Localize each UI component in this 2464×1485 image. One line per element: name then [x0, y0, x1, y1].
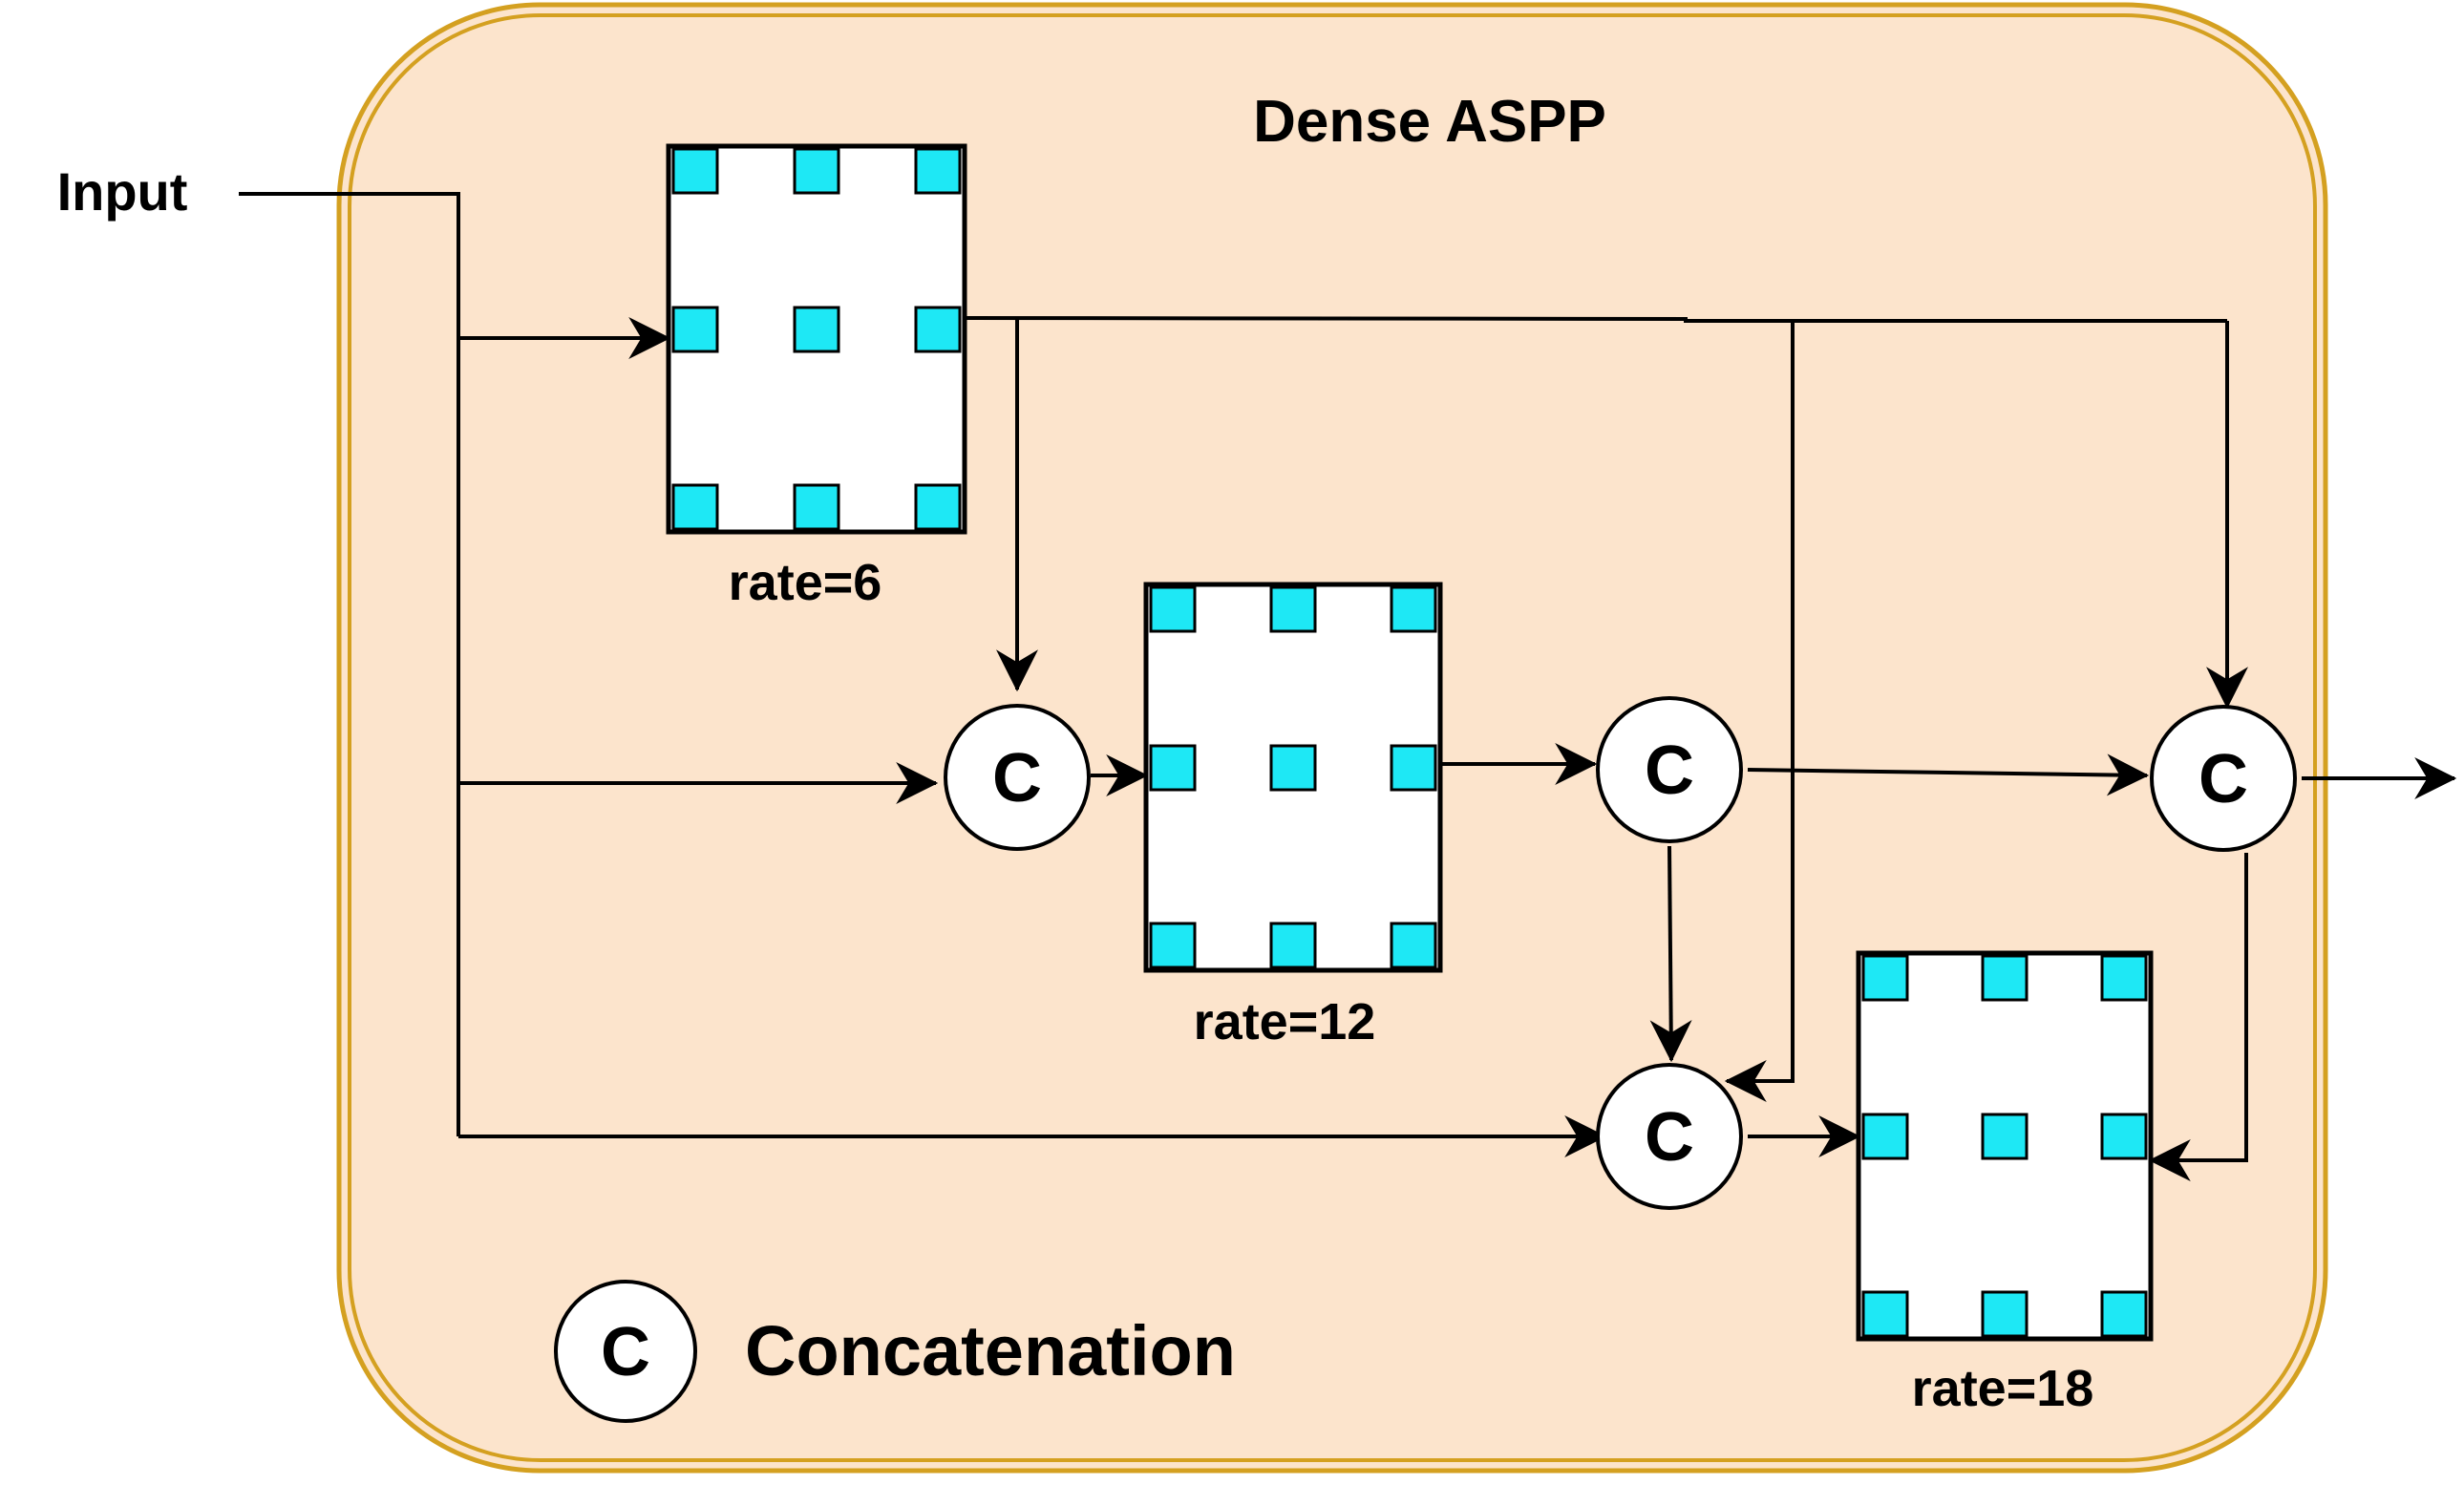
kernel-dilation-cell: [671, 483, 719, 531]
legend: C Concatenation: [554, 1280, 1236, 1423]
concat-circle: [1596, 1063, 1743, 1210]
arrow-concat3-to-rate18: [2148, 853, 2248, 1181]
kernels-layer: rate=6 rate=12 rate=18: [666, 143, 2154, 1417]
kernel-dilation-cell: [1149, 922, 1197, 969]
kernel-dilation-cell: [914, 483, 962, 531]
kernel-rate-label: rate=6: [729, 554, 882, 611]
kernel-dilation-cell: [2100, 1113, 2148, 1160]
kernel-dilation-cell: [914, 306, 962, 353]
concat-circle: [2150, 705, 2297, 852]
rate6-output-bus: [964, 316, 2227, 323]
arrow-concat2-to-concat3: [1747, 753, 2150, 796]
kernel-rate-label: rate=12: [1194, 993, 1376, 1050]
kernel-dilation-cell: [1981, 1290, 2029, 1338]
concat-node-1: C: [944, 704, 1091, 851]
kernel-dilation-cell: [2100, 954, 2148, 1002]
legend-concat-symbol: C: [601, 1314, 650, 1390]
diagram-title: Dense ASPP: [1253, 89, 1606, 155]
concat-circle: [944, 704, 1091, 851]
legend-concat-text: Concatenation: [745, 1311, 1236, 1390]
concat-node-3: C: [2150, 705, 2297, 852]
concat-node-4: C: [1596, 1063, 1743, 1210]
arrow-rate6-to-concat4: [1724, 321, 1795, 1102]
kernel-dilation-cell: [1861, 1113, 1909, 1160]
kernel-dilation-cell: [1390, 744, 1437, 792]
kernel-dilation-cell: [793, 306, 840, 353]
kernel-dilation-cell: [793, 147, 840, 195]
kernel-dilation-cell: [1861, 954, 1909, 1002]
kernel-dilation-cell: [1390, 585, 1437, 633]
kernel-rate-label: rate=18: [1912, 1360, 2094, 1417]
kernel-dilation-cell: [1149, 744, 1197, 792]
kernel-dilation-cell: [1981, 954, 2029, 1002]
kernel-dilation-cell: [2100, 1290, 2148, 1338]
kernel-dilation-cell: [1269, 744, 1317, 792]
concat-node-2: C: [1596, 696, 1743, 843]
kernel-dilation-cell: [671, 147, 719, 195]
concat-symbol: C: [1645, 732, 1694, 809]
concat-layer: C C C C: [944, 696, 2297, 1210]
kernel-dilation-cell: [1149, 585, 1197, 633]
arrow-concat2-to-concat4: [1649, 845, 1692, 1063]
kernel-dilation-cell: [1269, 922, 1317, 969]
kernel-dilation-cell: [793, 483, 840, 531]
concat-symbol: C: [992, 740, 1042, 817]
kernel-dilation-cell: [1390, 922, 1437, 969]
input-label: Input: [57, 161, 188, 222]
legend-concat-symbol-circle: [554, 1280, 697, 1423]
concat-circle: [1596, 696, 1743, 843]
input-trunk: [239, 192, 460, 1136]
kernel-dilation-cell: [671, 306, 719, 353]
kernel-k12: rate=12: [1143, 582, 1443, 1050]
connectors: [239, 192, 2457, 1181]
kernel-dilation-cell: [914, 147, 962, 195]
kernel-dilation-cell: [1861, 1290, 1909, 1338]
concat-symbol: C: [1645, 1099, 1694, 1176]
kernel-dilation-cell: [1269, 585, 1317, 633]
kernel-dilation-cell: [1981, 1113, 2029, 1160]
kernel-k6: rate=6: [666, 143, 967, 611]
kernel-k18: rate=18: [1856, 950, 2154, 1417]
concat-symbol: C: [2198, 741, 2248, 817]
